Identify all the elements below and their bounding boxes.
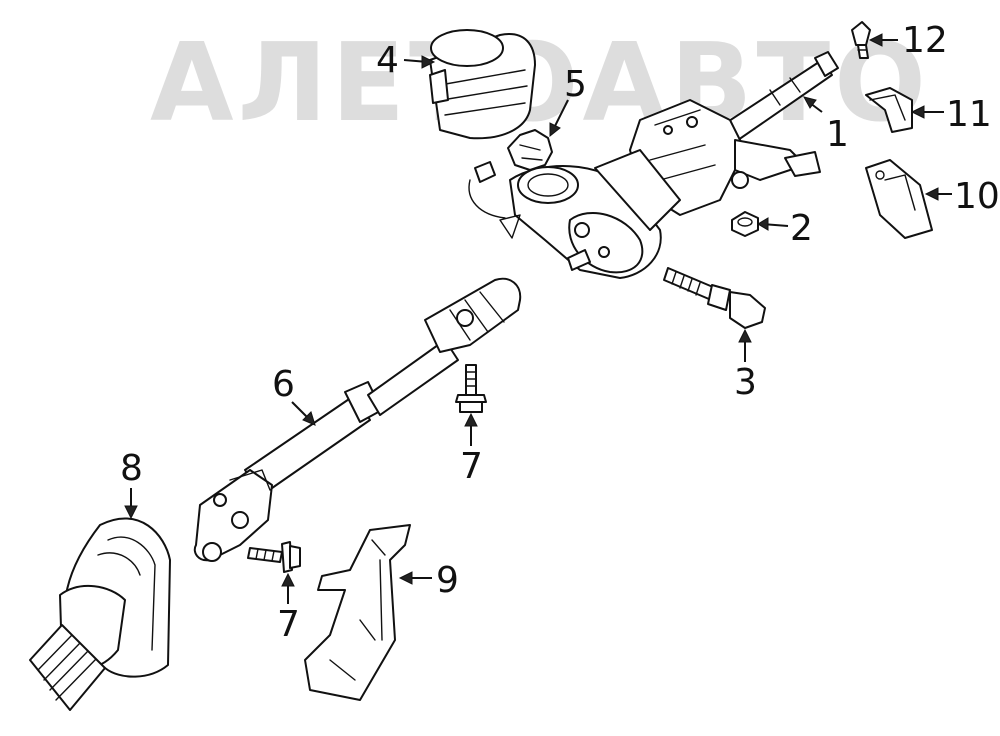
part-1-steering-column xyxy=(468,51,839,279)
part-9-bracket xyxy=(304,524,411,701)
callout-8: 8 xyxy=(120,448,143,489)
callout-11: 11 xyxy=(946,94,992,135)
part-2-nut xyxy=(731,211,759,237)
callout-6: 6 xyxy=(272,364,295,405)
part-11-clip xyxy=(865,87,913,133)
leader-lines xyxy=(124,33,952,604)
part-10-clip xyxy=(865,159,933,239)
part-4-sensor xyxy=(429,29,536,140)
part-7-bolt-upper xyxy=(455,364,487,413)
callout-2: 2 xyxy=(790,208,813,249)
part-8-column-boot xyxy=(29,517,171,711)
part-6-intermediate-shaft xyxy=(193,277,522,562)
callout-4: 4 xyxy=(376,40,399,81)
callout-7-lower: 7 xyxy=(277,604,300,645)
callout-12: 12 xyxy=(902,20,948,61)
part-5-damper xyxy=(507,129,553,171)
callout-3: 3 xyxy=(734,362,757,403)
callout-7-upper: 7 xyxy=(460,446,483,487)
part-12-pin xyxy=(851,21,871,59)
callout-5: 5 xyxy=(564,64,587,105)
part-7-bolt-lower xyxy=(247,541,301,573)
callout-1: 1 xyxy=(826,114,849,155)
part-3-bolt xyxy=(663,267,766,329)
callout-10: 10 xyxy=(954,176,1000,217)
callout-9: 9 xyxy=(436,560,459,601)
